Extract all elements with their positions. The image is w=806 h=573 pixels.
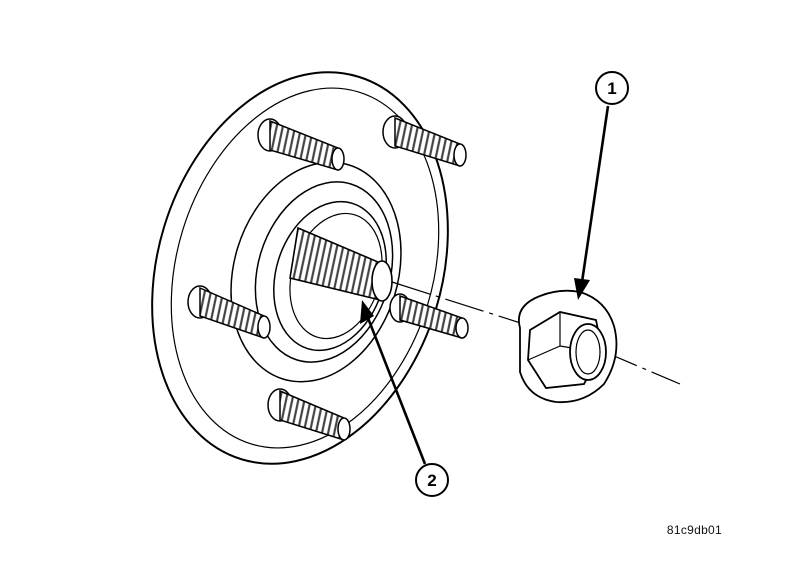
callout-1-arrowhead — [574, 278, 590, 300]
figure-code: 81c9db01 — [666, 523, 722, 537]
callout-2-number: 2 — [427, 471, 436, 490]
wheel-stud-right — [389, 293, 469, 339]
callout-1: 1 — [574, 71, 629, 300]
wheel-stud-bottom — [267, 388, 351, 441]
callout-2: 2 — [360, 300, 449, 497]
wheel-stud-top-left — [257, 118, 345, 171]
callout-2-arrowhead — [360, 300, 374, 324]
wheel-stud-top-right — [382, 115, 467, 167]
callout-1-number: 1 — [607, 79, 616, 98]
wheel-stud-left — [187, 285, 271, 339]
axle-shaft — [289, 226, 393, 302]
hub-nut — [518, 289, 618, 404]
